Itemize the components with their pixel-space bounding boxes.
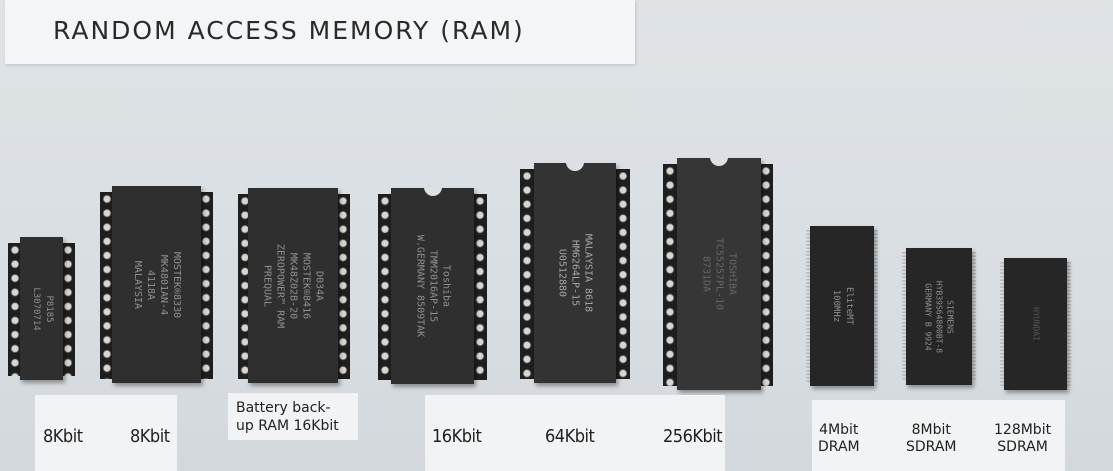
chip-marking: MALAYSIA 8618 HM6264LP-15 U0512880 <box>556 233 594 313</box>
label-card-2: Battery back- up RAM 16Kbit <box>228 393 358 440</box>
capacity-label: 8Kbit <box>130 426 170 447</box>
chip-8mbit-sdram: SIEMENS HYB39S64800BT-8 GERMANY B 9924 <box>902 248 976 385</box>
chip-8kbit-intel: P8185 L3070714 <box>8 237 75 380</box>
label-card-4: 4Mbit DRAM 8Mbit SDRAM 128Mbit SDRAM <box>812 400 1065 471</box>
capacity-label: 128Mbit SDRAM <box>994 422 1052 455</box>
capacity-label: Battery back- up RAM 16Kbit <box>236 400 339 434</box>
chip-marking: TOSHIBA TC55257PL-10 8731DA <box>700 237 738 311</box>
chip-marking: SIEMENS HYB39S64800BT-8 GERMANY B 9924 <box>923 280 955 353</box>
chip-16kbit-toshiba: Toshiba TMM2016AP-15 W.GERMANY 8509TAK <box>378 187 487 384</box>
chip-marking: MOSTEK®8330 MK4801AN-4 4118A MALAYSIA <box>131 251 182 318</box>
capacity-label: 8Kbit <box>43 426 83 447</box>
chip-marking: EliteMT 100MHz <box>831 287 854 325</box>
label-card-3: 16Kbit 64Kbit 256Kbit <box>425 395 725 471</box>
capacity-label: 64Kbit <box>545 426 595 447</box>
capacity-label: 256Kbit <box>663 426 723 447</box>
capacity-label: 8Mbit SDRAM <box>906 422 957 455</box>
chip-marking: HYUNDAI <box>1031 307 1040 341</box>
chip-128mbit-sdram: HYUNDAI <box>1000 258 1071 390</box>
title-banner: RANDOM ACCESS MEMORY (RAM) <box>5 0 635 64</box>
label-card-1: 8Kbit 8Kbit <box>35 395 177 471</box>
chip-8kbit-mostek: MOSTEK®8330 MK4801AN-4 4118A MALAYSIA <box>100 186 213 383</box>
capacity-label: 16Kbit <box>432 426 482 447</box>
capacity-label: 4Mbit DRAM <box>818 422 860 455</box>
chip-64kbit-hitachi: MALAYSIA 8618 HM6264LP-15 U0512880 <box>520 162 630 383</box>
chip-battery-backup-ram: D034A MOSTEK®8416 MK48Z02B-20 ZEROPOWER™… <box>238 188 350 383</box>
chip-marking: D034A MOSTEK®8416 MK48Z02B-20 ZEROPOWER™… <box>261 243 325 328</box>
chip-256kbit-toshiba: TOSHIBA TC55257PL-10 8731DA <box>663 157 773 390</box>
chip-marking: Toshiba TMM2016AP-15 W.GERMANY 8509TAK <box>414 234 451 338</box>
chip-4mbit-dram: EliteMT 100MHz <box>806 226 878 386</box>
chip-marking: P8185 L3070714 <box>30 286 54 331</box>
title: RANDOM ACCESS MEMORY (RAM) <box>53 16 525 45</box>
